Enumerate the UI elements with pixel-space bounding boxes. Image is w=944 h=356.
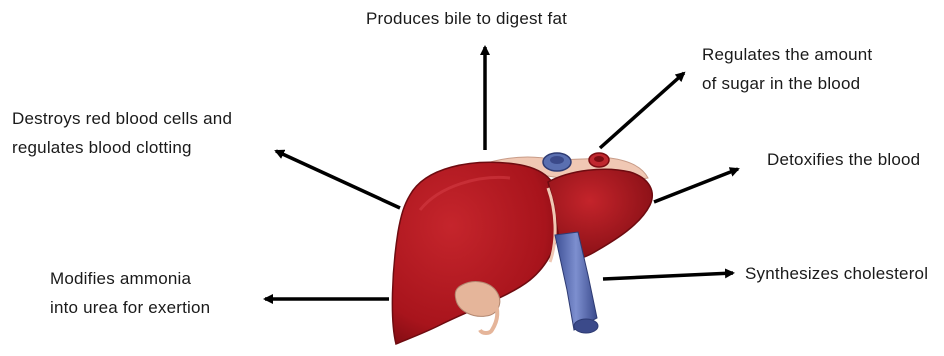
label-line: of sugar in the blood bbox=[702, 69, 872, 98]
liver-left-lobe bbox=[392, 162, 560, 344]
label-destroys-red-blood-cells: Destroys red blood cells and regulates b… bbox=[12, 104, 232, 162]
label-regulates-sugar: Regulates the amount of sugar in the blo… bbox=[702, 40, 872, 98]
label-line: Detoxifies the blood bbox=[767, 145, 920, 174]
label-modifies-ammonia: Modifies ammonia into urea for exertion bbox=[50, 264, 210, 322]
label-line: Synthesizes cholesterol bbox=[745, 259, 928, 288]
label-line: Modifies ammonia bbox=[50, 264, 210, 293]
label-synthesizes-cholesterol: Synthesizes cholesterol bbox=[745, 259, 928, 288]
label-line: regulates blood clotting bbox=[12, 133, 232, 162]
liver bbox=[392, 153, 652, 344]
vena-cava-end bbox=[574, 319, 598, 333]
arrow-sugar bbox=[600, 73, 684, 148]
label-line: into urea for exertion bbox=[50, 293, 210, 322]
arrow-chol bbox=[603, 273, 733, 279]
label-produces-bile: Produces bile to digest fat bbox=[366, 4, 567, 33]
label-line: Produces bile to digest fat bbox=[366, 4, 567, 33]
arrow-detox bbox=[654, 169, 738, 202]
arrow-rbc bbox=[276, 151, 400, 208]
label-detoxifies-blood: Detoxifies the blood bbox=[767, 145, 920, 174]
label-line: Regulates the amount bbox=[702, 40, 872, 69]
label-line: Destroys red blood cells and bbox=[12, 104, 232, 133]
